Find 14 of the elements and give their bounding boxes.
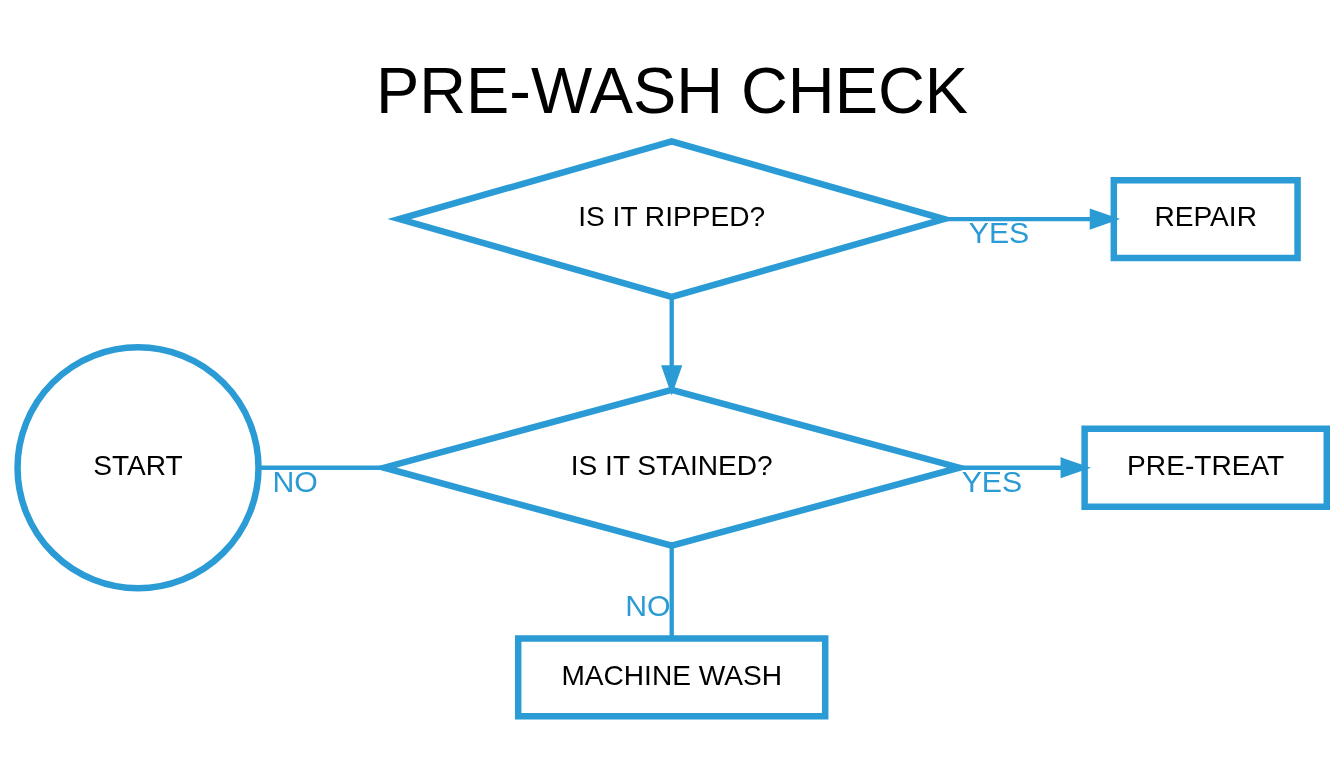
node-circle: START xyxy=(14,343,262,591)
arrow xyxy=(661,296,683,396)
edge-label: YES xyxy=(968,215,1030,249)
node-box: MACHINE WASH xyxy=(514,634,829,720)
diagram-title: PRE-WASH CHECK xyxy=(375,53,969,127)
edge-label: NO xyxy=(272,464,318,498)
connector xyxy=(258,465,384,470)
connector xyxy=(669,545,674,638)
edge-label: NO xyxy=(625,588,671,622)
arrow xyxy=(944,208,1121,230)
node-box: PRE-TREAT xyxy=(1081,425,1330,510)
arrow xyxy=(959,456,1091,478)
node-box: REPAIR xyxy=(1110,176,1301,261)
edge-label: YES xyxy=(961,464,1023,498)
